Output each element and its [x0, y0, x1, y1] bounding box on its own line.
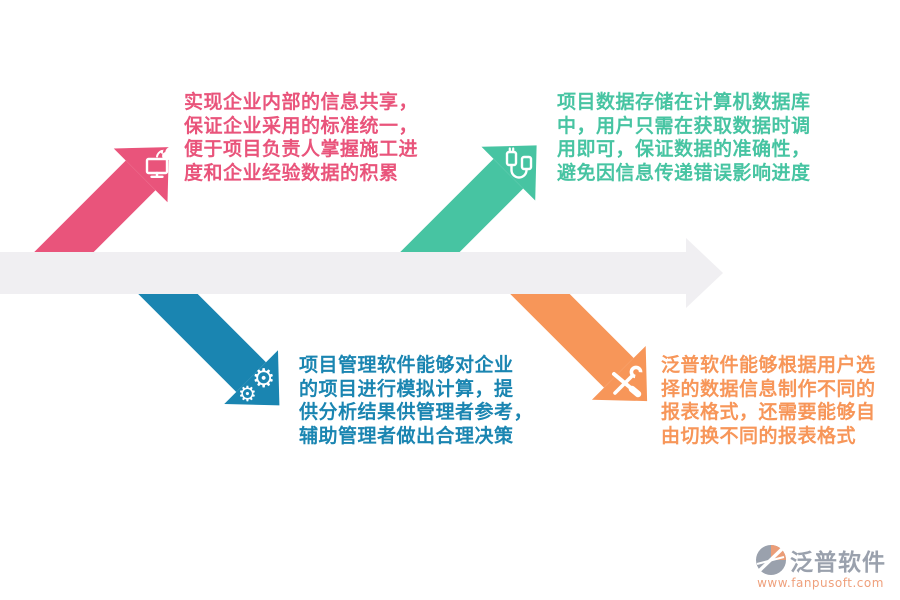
- note-line: 避免因信息传递错误影响进度: [557, 161, 811, 184]
- note-line: 项目数据存储在计算机数据库: [557, 91, 811, 113]
- gears-icon: ⚙ ⚙: [238, 364, 275, 406]
- svg-text:⚙: ⚙: [238, 382, 257, 406]
- note-line: 的项目进行模拟计算，提: [299, 377, 514, 400]
- note-bottom-left: 项目管理软件能够对企业 的项目进行模拟计算，提 供分析结果供管理者参考， 辅助管…: [299, 354, 533, 448]
- note-line: 便于项目负责人掌握施工进: [184, 138, 419, 160]
- repair-tools-icon: [612, 365, 643, 398]
- note-line: 由切换不同的报表格式: [661, 424, 857, 447]
- note-top-right: 项目数据存储在计算机数据库 中，用户只需在获取数据时调 用即可，保证数据的准确性…: [557, 91, 811, 185]
- brand-logo: 泛普软件 www.fanpusoft.com: [755, 543, 886, 590]
- note-line: 项目管理软件能够对企业: [299, 354, 514, 376]
- note-top-left: 实现企业内部的信息共享， 保证企业采用的标准统一， 便于项目负责人掌握施工进 度…: [184, 91, 418, 185]
- brand-url: www.fanpusoft.com: [757, 576, 884, 590]
- note-line: 报表格式，还需要能够自: [661, 401, 876, 423]
- svg-text:⚙: ⚙: [252, 364, 275, 394]
- note-line: 中，用户只需在获取数据时调: [557, 114, 811, 137]
- brand-name: 泛普软件: [790, 550, 886, 576]
- cloud-sync-monitor-icon: [145, 146, 182, 178]
- teal-arrow-up: [400, 145, 537, 282]
- note-line: 度和企业经验数据的积累: [184, 161, 399, 184]
- timeline-arrow: [0, 238, 723, 308]
- usb-connection-icon: [505, 147, 533, 179]
- note-line: 辅助管理者做出合理决策: [299, 424, 514, 447]
- note-line: 实现企业内部的信息共享，: [184, 91, 419, 113]
- note-line: 用即可，保证数据的准确性，: [557, 138, 811, 160]
- note-line: 泛普软件能够根据用户选: [661, 354, 876, 376]
- note-line: 择的数据信息制作不同的: [661, 377, 876, 400]
- note-bottom-right: 泛普软件能够根据用户选 择的数据信息制作不同的 报表格式，还需要能够自 由切换不…: [661, 354, 876, 448]
- logo-mark-icon: [756, 545, 786, 575]
- note-line: 供分析结果供管理者参考，: [299, 401, 534, 423]
- note-line: 保证企业采用的标准统一，: [184, 114, 419, 137]
